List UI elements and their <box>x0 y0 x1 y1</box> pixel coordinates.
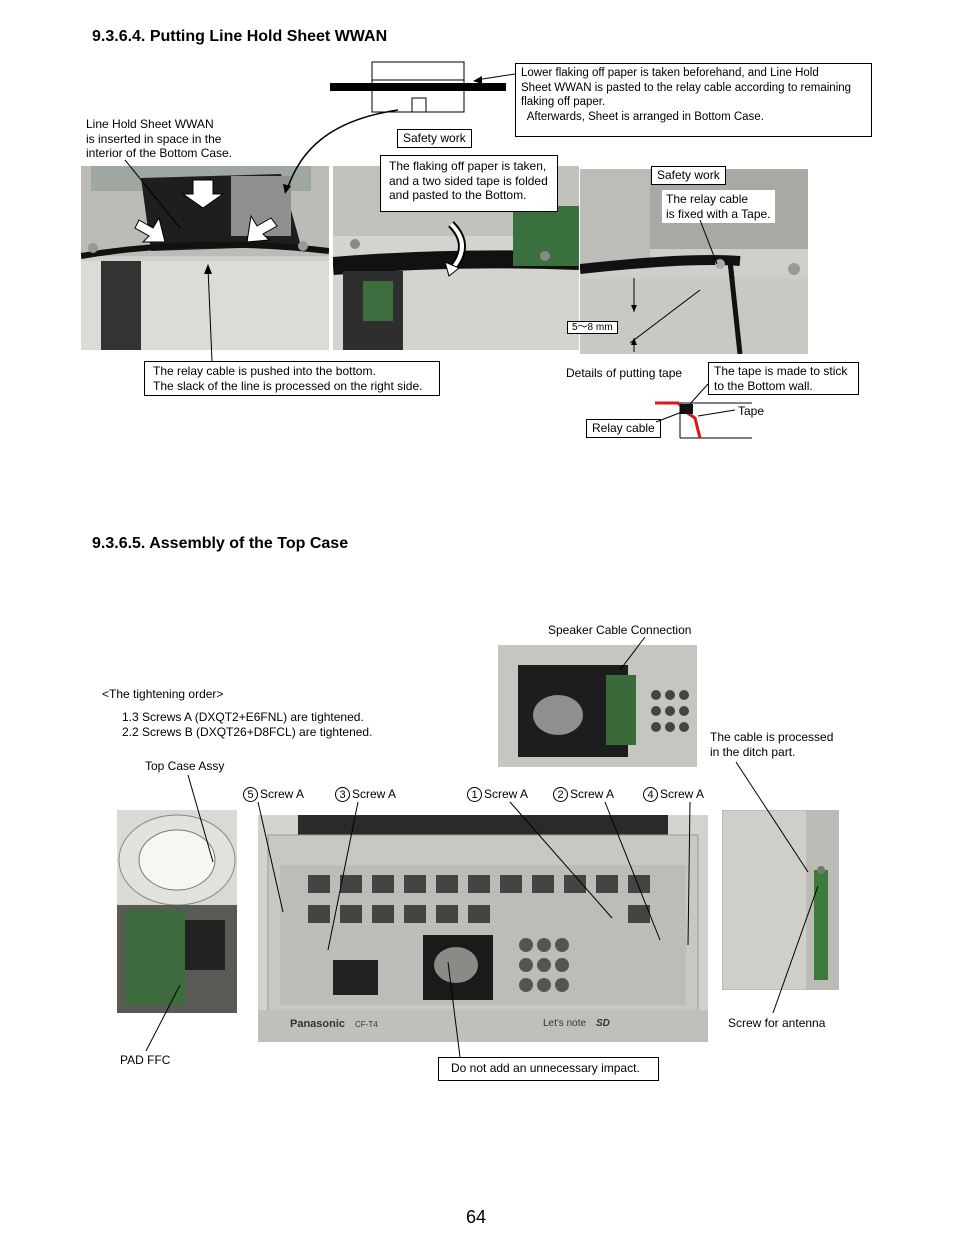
note-line: is inserted in space in the <box>86 131 222 146</box>
note-line: The cable is processed <box>710 730 834 744</box>
screw-number: 5 <box>243 787 258 802</box>
callout-line: The slack of the line is processed on th… <box>153 378 423 393</box>
screw-number: 4 <box>643 787 658 802</box>
callout-line: and pasted to the Bottom. <box>389 188 527 202</box>
photo-antenna-screw <box>722 810 839 990</box>
screw-number: 1 <box>467 787 482 802</box>
safety-work-label: Safety work <box>397 129 472 148</box>
screw-antenna-label: Screw for antenna <box>728 1016 826 1030</box>
note-cable-ditch: The cable is processed in the ditch part… <box>710 730 833 759</box>
sheet-illustration <box>330 61 506 113</box>
model-text: CF-T4 <box>355 1020 378 1029</box>
photo-line-hold-insert <box>81 166 329 350</box>
note-relay-fixed: The relay cable is fixed with a Tape. <box>662 190 775 223</box>
note-line: The relay cable <box>666 192 749 206</box>
callout-relay-pushed: The relay cable is pushed into the botto… <box>144 361 440 396</box>
callout-line: The relay cable is pushed into the botto… <box>153 364 376 378</box>
callout-line: to the Bottom wall. <box>714 378 813 393</box>
relay-cable-label: Relay cable <box>586 419 661 438</box>
details-label: Details of putting tape <box>566 366 683 380</box>
screw-text: Screw A <box>260 787 305 801</box>
tightening-step: 1.3 Screws A (DXQT2+E6FNL) are tightened… <box>122 710 364 724</box>
screw-text: Screw A <box>484 787 529 801</box>
note-line: interior of the Bottom Case. <box>86 146 233 160</box>
callout-line-hold-paste: Lower flaking off paper is taken beforeh… <box>515 63 872 137</box>
note-line: in the ditch part. <box>710 744 796 759</box>
section1-leader-lines <box>124 73 752 439</box>
callout-flaking: The flaking off paper is taken, and a tw… <box>380 155 558 212</box>
callout-tape-wall: The tape is made to stick to the Bottom … <box>708 362 859 395</box>
lets-note-text: Let's note <box>543 1018 587 1029</box>
photo-pad-ffc <box>117 810 237 1013</box>
screw-number: 2 <box>553 787 568 802</box>
section-heading-top-case: 9.3.6.5. Assembly of the Top Case <box>92 535 349 552</box>
tightening-step: 2.2 Screws B (DXQT26+D8FCL) are tightene… <box>122 724 373 739</box>
callout-line: and a two sided tape is folded <box>389 173 548 188</box>
top-case-assy-label: Top Case Assy <box>145 759 225 773</box>
page-number: 64 <box>466 1207 487 1227</box>
callout-line: Lower flaking off paper is taken beforeh… <box>521 67 819 79</box>
note-inserted: Line Hold Sheet WWAN is inserted in spac… <box>86 117 232 161</box>
screw-text: Screw A <box>570 787 615 801</box>
screw-text: Screw A <box>660 787 705 801</box>
measure-label: 5～8 mm <box>567 321 618 334</box>
callout-line: flaking off paper. <box>521 96 606 108</box>
screw-number: 3 <box>335 787 350 802</box>
callout-line: Sheet WWAN is pasted to the relay cable … <box>521 81 852 94</box>
brand-text: Panasonic <box>290 1018 346 1030</box>
callout-line: The flaking off paper is taken, <box>389 159 547 173</box>
callout-no-impact: Do not add an unnecessary impact. <box>438 1057 659 1081</box>
pad-ffc-label: PAD FFC <box>120 1053 171 1067</box>
tape-label: Tape <box>738 404 765 418</box>
sd-logo-text: SD <box>596 1018 610 1029</box>
note-line: is fixed with a Tape. <box>666 206 771 221</box>
tightening-title: <The tightening order> <box>102 687 224 701</box>
photo-speaker-cable <box>498 645 697 767</box>
note-line: Line Hold Sheet WWAN <box>86 117 214 131</box>
callout-line: The tape is made to stick <box>714 364 848 378</box>
safety-work-label: Safety work <box>651 166 726 185</box>
section-heading-line-hold: 9.3.6.4. Putting Line Hold Sheet WWAN <box>92 28 388 45</box>
callout-line: Afterwards, Sheet is arranged in Bottom … <box>521 110 764 123</box>
tightening-steps: 1.3 Screws A (DXQT2+E6FNL) are tightened… <box>122 710 372 739</box>
screw-text: Screw A <box>352 787 397 801</box>
speaker-cable-label: Speaker Cable Connection <box>548 623 692 637</box>
photo-top-case-assembly: Panasonic CF-T4 Let's note SD <box>258 815 708 1042</box>
